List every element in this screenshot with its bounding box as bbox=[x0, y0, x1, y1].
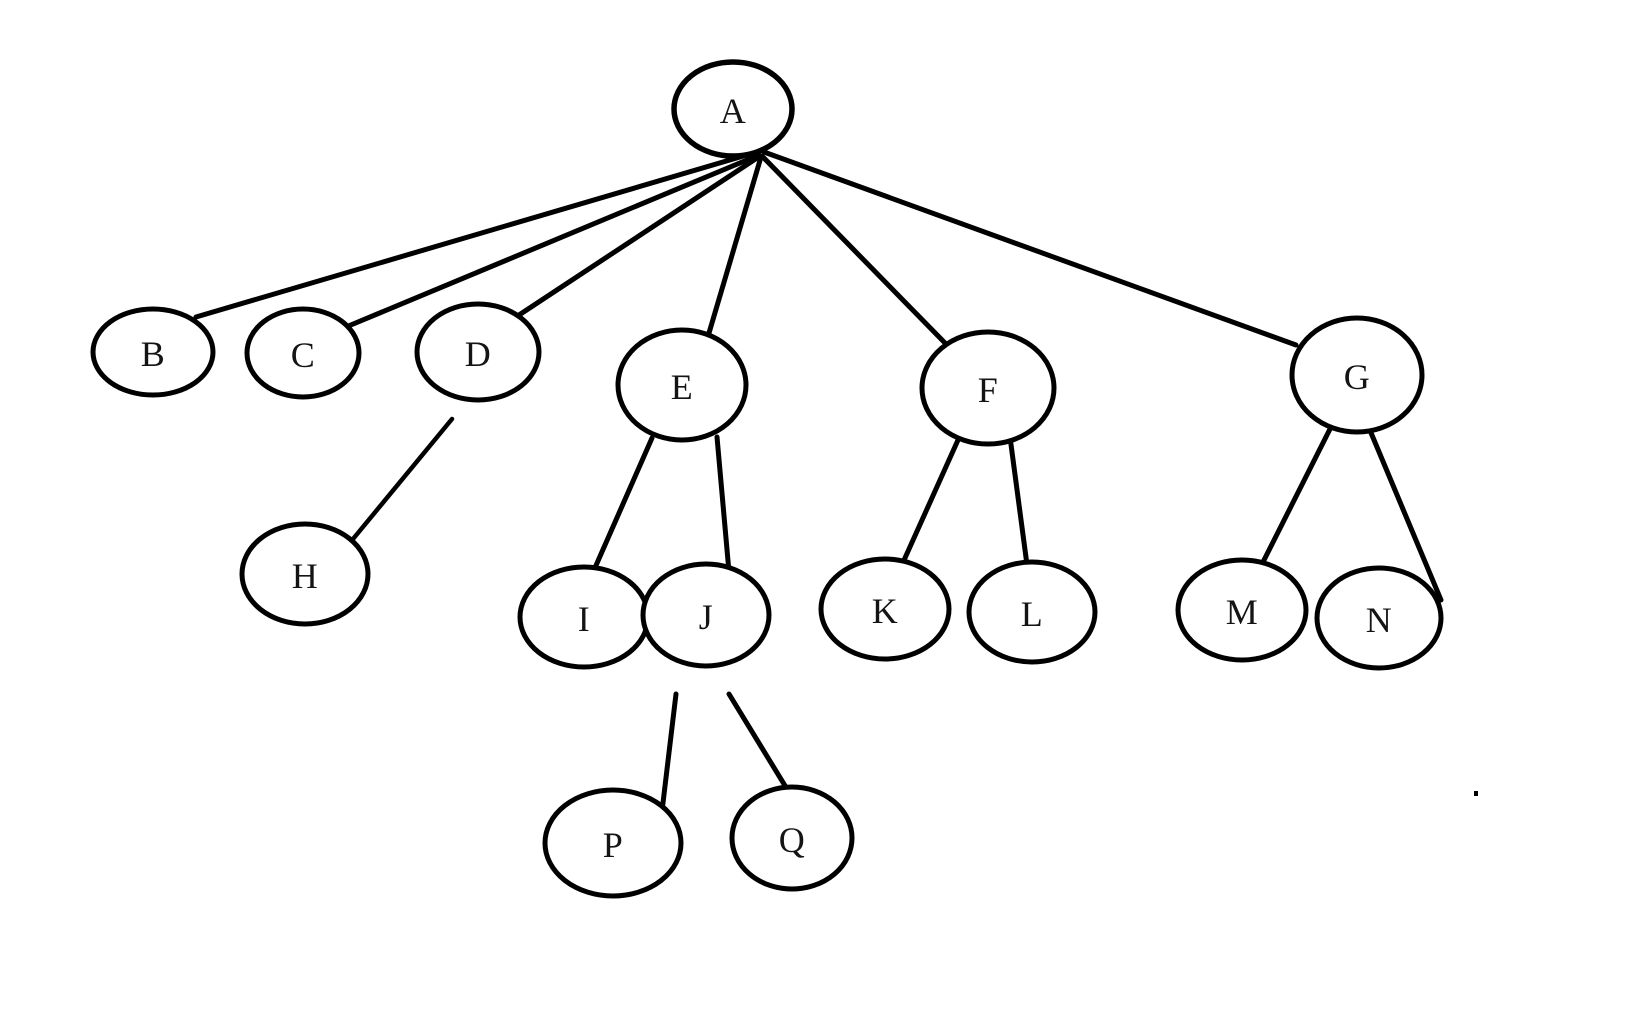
node-i[interactable]: I bbox=[517, 564, 651, 670]
node-d-circle[interactable] bbox=[414, 301, 542, 403]
edge-a-c bbox=[343, 152, 762, 330]
edge-g-n bbox=[1366, 425, 1444, 603]
node-b[interactable]: B bbox=[90, 306, 216, 398]
node-d[interactable]: D bbox=[414, 301, 542, 403]
node-g-circle[interactable] bbox=[1289, 315, 1425, 435]
node-k[interactable]: K bbox=[818, 556, 952, 662]
node-g[interactable]: G bbox=[1289, 315, 1425, 435]
edge-a-b bbox=[193, 149, 760, 320]
node-f[interactable]: F bbox=[919, 329, 1057, 447]
node-l[interactable]: L bbox=[966, 559, 1098, 665]
node-l-label: L bbox=[1021, 594, 1044, 634]
node-l-circle[interactable] bbox=[966, 559, 1098, 665]
node-m[interactable]: M bbox=[1175, 557, 1309, 663]
node-k-circle[interactable] bbox=[818, 556, 952, 662]
edge-d-h bbox=[350, 416, 455, 542]
node-j-circle[interactable] bbox=[640, 561, 772, 669]
edge-e-i bbox=[591, 435, 655, 573]
node-p-circle[interactable] bbox=[542, 787, 684, 899]
edge-g-m bbox=[1256, 426, 1333, 573]
node-m-circle[interactable] bbox=[1175, 557, 1309, 663]
artifacts-layer bbox=[1474, 791, 1478, 796]
node-e-label: E bbox=[671, 367, 694, 407]
node-e[interactable]: E bbox=[615, 327, 749, 443]
node-n-label: N bbox=[1366, 600, 1393, 640]
node-i-label: I bbox=[578, 599, 591, 639]
edge-e-j bbox=[714, 434, 732, 575]
node-a[interactable]: A bbox=[671, 59, 795, 159]
edge-a-f bbox=[759, 153, 948, 346]
node-h[interactable]: H bbox=[239, 521, 371, 627]
node-q-circle[interactable] bbox=[729, 784, 855, 892]
edge-a-g bbox=[761, 149, 1299, 348]
edge-a-e bbox=[706, 154, 764, 336]
node-b-circle[interactable] bbox=[90, 306, 216, 398]
node-h-label: H bbox=[292, 556, 319, 596]
node-q-label: Q bbox=[779, 820, 806, 860]
node-c[interactable]: C bbox=[244, 306, 362, 400]
edges-layer bbox=[193, 149, 1444, 831]
ink-speck bbox=[1474, 791, 1478, 796]
node-a-circle[interactable] bbox=[671, 59, 795, 159]
node-n-circle[interactable] bbox=[1314, 565, 1444, 671]
node-j[interactable]: J bbox=[640, 561, 772, 669]
node-p[interactable]: P bbox=[542, 787, 684, 899]
node-e-circle[interactable] bbox=[615, 327, 749, 443]
edge-f-k bbox=[893, 437, 961, 581]
node-b-label: B bbox=[141, 334, 166, 374]
node-p-label: P bbox=[603, 825, 624, 865]
node-m-label: M bbox=[1226, 592, 1259, 632]
node-j-label: J bbox=[699, 597, 714, 637]
node-c-circle[interactable] bbox=[244, 306, 362, 400]
nodes-layer: A B C D E F G H I J K L M N P Q bbox=[90, 59, 1444, 899]
node-h-circle[interactable] bbox=[239, 521, 371, 627]
node-q[interactable]: Q bbox=[729, 784, 855, 892]
node-d-label: D bbox=[465, 334, 492, 374]
node-k-label: K bbox=[872, 591, 899, 631]
node-g-label: G bbox=[1344, 357, 1371, 397]
node-n[interactable]: N bbox=[1314, 565, 1444, 671]
node-f-circle[interactable] bbox=[919, 329, 1057, 447]
edge-a-d bbox=[513, 153, 763, 320]
node-a-label: A bbox=[720, 91, 747, 131]
node-f-label: F bbox=[978, 370, 999, 410]
node-c-label: C bbox=[291, 335, 316, 375]
